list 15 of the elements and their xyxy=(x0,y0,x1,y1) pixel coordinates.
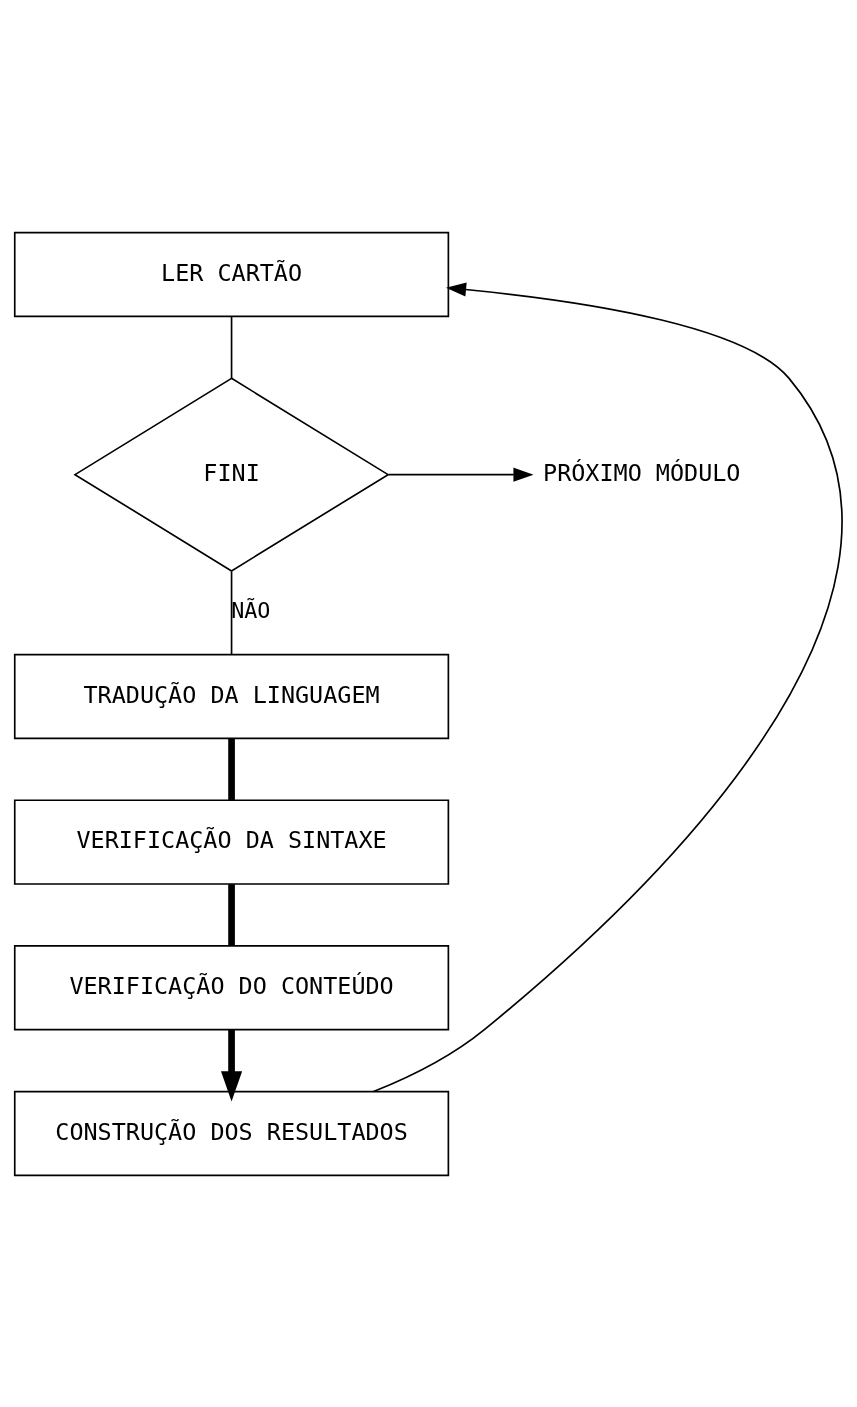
arrow xyxy=(372,282,843,1092)
arrow xyxy=(220,1029,243,1101)
node-text: PRÓXIMO MÓDULO xyxy=(543,458,741,487)
edge-label: NÃO xyxy=(231,597,271,623)
connector xyxy=(228,738,235,800)
node-box: VERIFICAÇÃO DA SINTAXE xyxy=(13,798,450,885)
node-box: VERIFICAÇÃO DO CONTEÚDO xyxy=(13,944,450,1030)
arrow xyxy=(387,467,534,482)
connector xyxy=(230,570,233,655)
node-box: TRADUÇÃO DA LINGUAGEM xyxy=(13,653,450,739)
connector xyxy=(228,883,235,946)
node-box: LER CARTÃO xyxy=(13,231,450,317)
node-diamond: FINI xyxy=(73,376,390,572)
node-box: CONSTRUÇÃO DOS RESULTADOS xyxy=(13,1090,450,1176)
connector xyxy=(230,315,233,379)
